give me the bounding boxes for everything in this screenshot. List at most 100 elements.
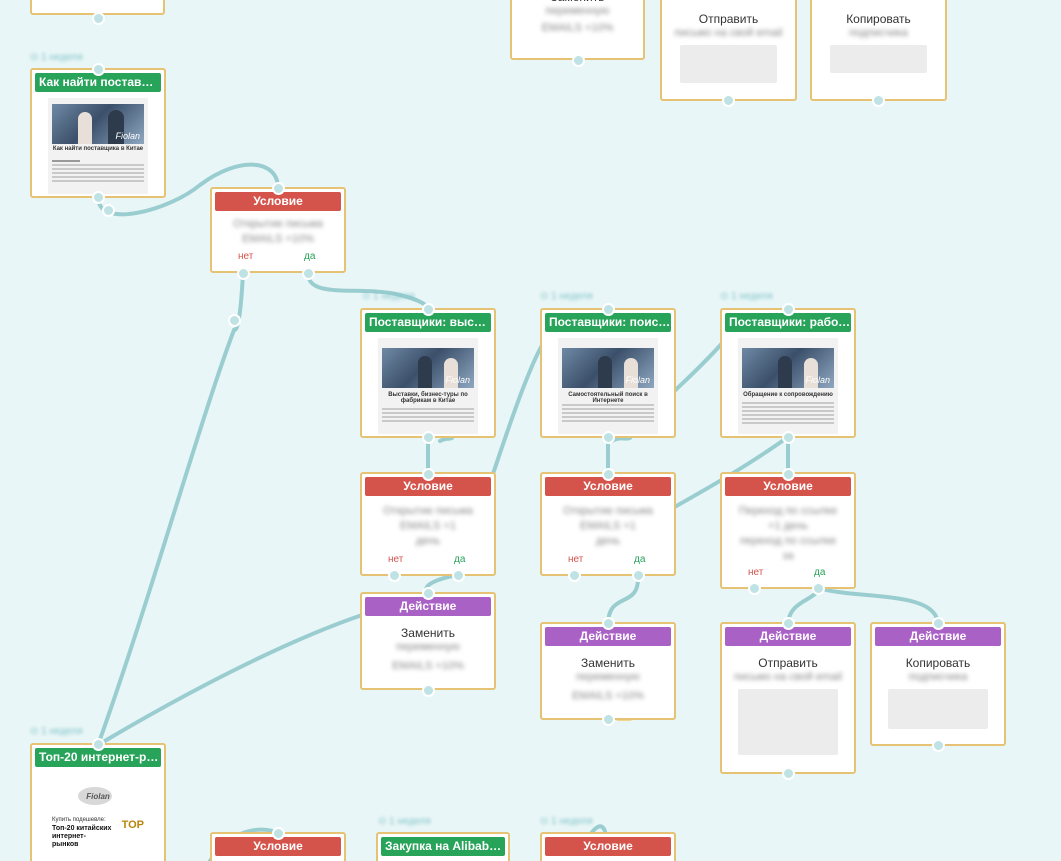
email-node-top-20[interactable]: Топ-20 интернет-ры... Fiolan Купить поде…: [30, 743, 166, 861]
connector-dot[interactable]: [228, 314, 241, 327]
connector-dot[interactable]: [932, 617, 945, 630]
condition-title: Условие: [365, 477, 491, 496]
branch-yes-label: да: [634, 554, 646, 565]
connector-dot[interactable]: [237, 267, 250, 280]
connector-dot[interactable]: [92, 12, 105, 25]
connector-dot[interactable]: [722, 94, 735, 107]
connector-dot[interactable]: [602, 468, 615, 481]
action-node[interactable]: Копировать подписчика: [810, 0, 947, 101]
connector-dot[interactable]: [272, 182, 285, 195]
connector-dot[interactable]: [872, 94, 885, 107]
connector-dot[interactable]: [602, 431, 615, 444]
connector-dot[interactable]: [422, 431, 435, 444]
condition-detail: день: [415, 535, 441, 547]
email-node-alibaba[interactable]: Закупка на Alibaba: ...: [376, 832, 510, 861]
condition-node[interactable]: Условие Открытие письма EMAILS +1 день н…: [360, 472, 496, 576]
action-node[interactable]: Действие Заменить переменную EMAILS +10%: [360, 592, 496, 690]
connector-dot[interactable]: [602, 617, 615, 630]
email-node-internet-search[interactable]: Поставщики: поиск ... Fiolan Самостоятел…: [540, 308, 676, 438]
action-node[interactable]: Действие Заменить переменную EMAILS +10%: [540, 622, 676, 720]
email-title: Как найти поставщи...: [35, 73, 161, 92]
connector-dot[interactable]: [602, 303, 615, 316]
connector-dot[interactable]: [782, 303, 795, 316]
condition-detail: Открытие письма: [563, 505, 653, 517]
connector-dot[interactable]: [602, 713, 615, 726]
connector-dot[interactable]: [782, 767, 795, 780]
connector-dot[interactable]: [932, 739, 945, 752]
email-title: Поставщики: работа...: [725, 313, 851, 332]
email-preview: Fiolan Выставки, бизнес-туры по фабрикам…: [378, 338, 478, 434]
action-detail: переменную: [545, 5, 610, 17]
connector-dot[interactable]: [102, 204, 115, 217]
branch-no-label: нет: [568, 554, 584, 565]
condition-node[interactable]: Условие Открытие письма EMAILS +1 день н…: [540, 472, 676, 576]
email-title: Поставщики: выстав...: [365, 313, 491, 332]
connector-dot[interactable]: [92, 191, 105, 204]
action-text: Копировать: [905, 656, 971, 670]
branch-yes-label: да: [454, 554, 466, 565]
connector-dot[interactable]: [452, 569, 465, 582]
action-detail: EMAILS +10%: [392, 660, 464, 672]
connector-dot[interactable]: [422, 684, 435, 697]
week-marker: ⊙ 1 неделя: [30, 52, 83, 63]
email-node-how-to-find[interactable]: Как найти поставщи... Fiolan Как найти п…: [30, 68, 166, 198]
email-title: Поставщики: поиск ...: [545, 313, 671, 332]
condition-node[interactable]: Условие Открытие письма EMAILS +10% нет …: [210, 187, 346, 273]
connector-dot[interactable]: [632, 569, 645, 582]
condition-detail: Переход по ссылке: [738, 505, 838, 517]
condition-detail: за: [782, 550, 794, 562]
action-text: Заменить: [512, 0, 643, 4]
connector-dot[interactable]: [422, 468, 435, 481]
action-node[interactable]: Заменить переменную EMAILS +10%: [510, 0, 645, 60]
connector-dot[interactable]: [388, 569, 401, 582]
condition-detail: Открытие письма: [383, 505, 473, 517]
connector-dot[interactable]: [92, 738, 105, 751]
email-node-support[interactable]: Поставщики: работа... Fiolan Обращение к…: [720, 308, 856, 438]
week-marker: ⊙ 1 неделя: [362, 291, 415, 302]
top-badge: TOP: [121, 819, 144, 831]
condition-detail: EMAILS +10%: [242, 233, 314, 245]
action-text: Отправить: [698, 12, 759, 26]
connector-dot[interactable]: [782, 468, 795, 481]
connector-dot[interactable]: [782, 617, 795, 630]
connector-dot[interactable]: [748, 582, 761, 595]
action-detail: подписчика: [849, 27, 908, 39]
connector-dot[interactable]: [782, 431, 795, 444]
email-preview: Fiolan Купить подешевле: Топ-20 китайски…: [48, 773, 148, 861]
condition-title: Условие: [725, 477, 851, 496]
action-node[interactable]: Действие Отправить письмо на свой email: [720, 622, 856, 774]
connector-dot[interactable]: [568, 569, 581, 582]
action-node[interactable]: Действие Копировать подписчика: [870, 622, 1006, 746]
connector-dot[interactable]: [92, 63, 105, 76]
branch-yes-label: да: [814, 567, 826, 578]
week-marker: ⊙ 1 неделя: [720, 291, 773, 302]
action-detail: EMAILS +10%: [572, 690, 644, 702]
action-detail: подписчика: [908, 671, 968, 683]
action-detail: переменную: [576, 671, 640, 683]
email-preview: Fiolan Как найти поставщика в Китае: [48, 98, 148, 194]
branch-yes-label: да: [304, 251, 316, 262]
branch-no-label: нет: [388, 554, 404, 565]
connector-dot[interactable]: [272, 827, 285, 840]
email-title: Топ-20 интернет-ры...: [35, 748, 161, 767]
week-marker: ⊙ 1 неделя: [540, 816, 593, 827]
action-detail: EMAILS +10%: [541, 22, 614, 34]
action-node[interactable]: Отправить письмо на свой email: [660, 0, 797, 101]
connector-dot[interactable]: [812, 582, 825, 595]
condition-node[interactable]: Условие Переход по ссылке +1 день перехо…: [720, 472, 856, 589]
action-text: Отправить: [758, 656, 818, 670]
condition-node[interactable]: Условие: [540, 832, 676, 861]
action-title: Действие: [365, 597, 491, 616]
branch-no-label: нет: [238, 251, 254, 262]
condition-title: Условие: [215, 837, 341, 856]
branch-no-label: нет: [748, 567, 764, 578]
email-node-exhibitions[interactable]: Поставщики: выстав... Fiolan Выставки, б…: [360, 308, 496, 438]
connector-dot[interactable]: [302, 267, 315, 280]
condition-detail: +1 день: [768, 520, 808, 532]
connector-dot[interactable]: [572, 54, 585, 67]
connector-dot[interactable]: [422, 303, 435, 316]
condition-detail: Открытие письма: [233, 218, 323, 230]
connector-dot[interactable]: [422, 587, 435, 600]
condition-detail: EMAILS +1: [580, 520, 636, 532]
